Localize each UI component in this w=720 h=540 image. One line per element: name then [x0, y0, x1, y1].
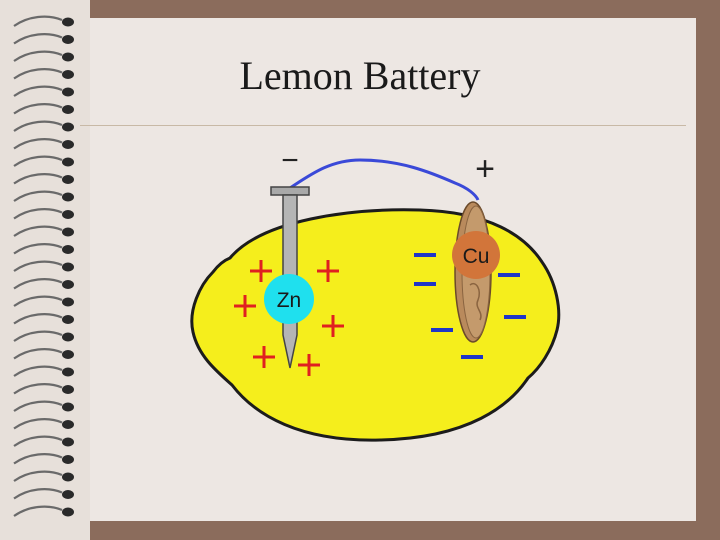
- zinc-label: Zn: [277, 289, 302, 312]
- spiral-binding: [0, 0, 90, 540]
- positive-charges: [234, 260, 344, 376]
- connecting-wire: [289, 158, 480, 201]
- plus-sign: [234, 295, 256, 317]
- binding-coil: [13, 260, 74, 272]
- binding-coil: [13, 418, 74, 430]
- binding-coil: [13, 295, 74, 307]
- binding-coil: [13, 435, 74, 447]
- binding-coil: [13, 400, 74, 412]
- plus-sign: [298, 354, 320, 376]
- lemon-body: [190, 208, 561, 442]
- binding-coil: [13, 155, 74, 167]
- copper-label: Cu: [463, 245, 490, 268]
- plus-sign: [253, 346, 275, 368]
- binding-coil: [13, 453, 74, 465]
- plus-sign: [250, 260, 272, 282]
- binding-coil: [13, 190, 74, 202]
- binding-coil: [13, 138, 74, 150]
- title-divider: [80, 125, 686, 126]
- binding-coil: [13, 330, 74, 342]
- binding-coil: [13, 15, 74, 27]
- binding-coil: [13, 313, 74, 325]
- binding-coil: [13, 103, 74, 115]
- plus-sign: [317, 260, 339, 282]
- binding-coil: [13, 173, 74, 185]
- binding-coil: [13, 50, 74, 62]
- zinc-electrode-circle: [264, 274, 314, 324]
- binding-coil: [13, 505, 74, 517]
- binding-coil: [13, 225, 74, 237]
- copper-electrode-circle: [452, 231, 500, 279]
- binding-coil: [13, 278, 74, 290]
- binding-coil: [13, 68, 74, 80]
- binding-coil: [13, 85, 74, 97]
- binding-coil: [13, 470, 74, 482]
- binding-coil: [13, 208, 74, 220]
- binding-coil: [13, 243, 74, 255]
- negative-charges: [414, 253, 526, 359]
- binding-coil: [13, 348, 74, 360]
- binding-coil: [13, 383, 74, 395]
- binding-coil: [13, 33, 74, 45]
- negative-terminal-label: −: [281, 144, 299, 177]
- binding-coil: [13, 120, 74, 132]
- binding-coil: [13, 488, 74, 500]
- slide-title: Lemon Battery: [239, 53, 481, 98]
- positive-terminal-label: +: [475, 150, 495, 188]
- plus-sign: [322, 315, 344, 337]
- binding-coil: [13, 365, 74, 377]
